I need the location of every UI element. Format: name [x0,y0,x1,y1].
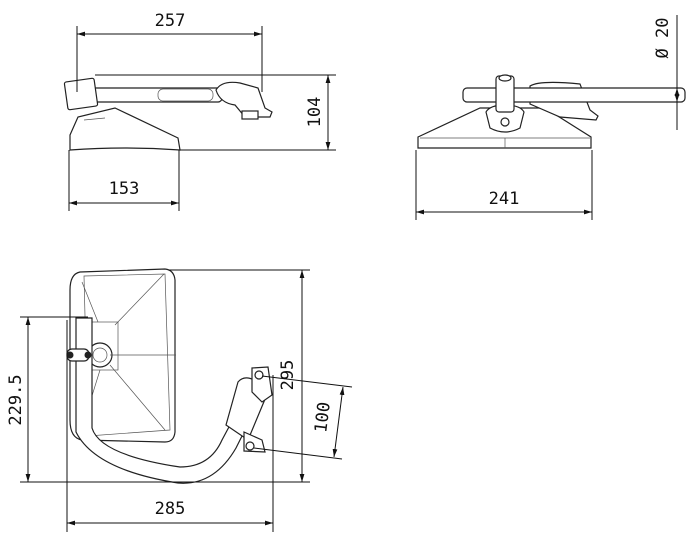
dim-mount-height: 229.5 [6,374,26,425]
dim-arm-length: 257 [155,11,186,31]
side-view: 257 104 153 [63,11,336,211]
dim-height: 104 [305,97,325,128]
arm-tube-top [462,87,686,103]
dim-mirror-depth: 153 [109,179,140,199]
dim-tube-diameter: Ø 20 [653,18,673,59]
arm-tube-side [81,87,223,103]
mirror-head-side [69,107,181,151]
dim-bracket-spacing: 100 [311,401,335,434]
dim-overall-width: 285 [155,499,186,519]
mirror-glass [69,268,176,443]
dim-overall-height: 295 [278,360,298,391]
elbow-clamp [63,77,99,111]
dim-mirror-width: 241 [489,189,520,209]
front-view: 229.5 295 100 285 [6,268,353,532]
top-view: Ø 20 241 [415,15,686,220]
mount-bracket-side [215,81,273,118]
